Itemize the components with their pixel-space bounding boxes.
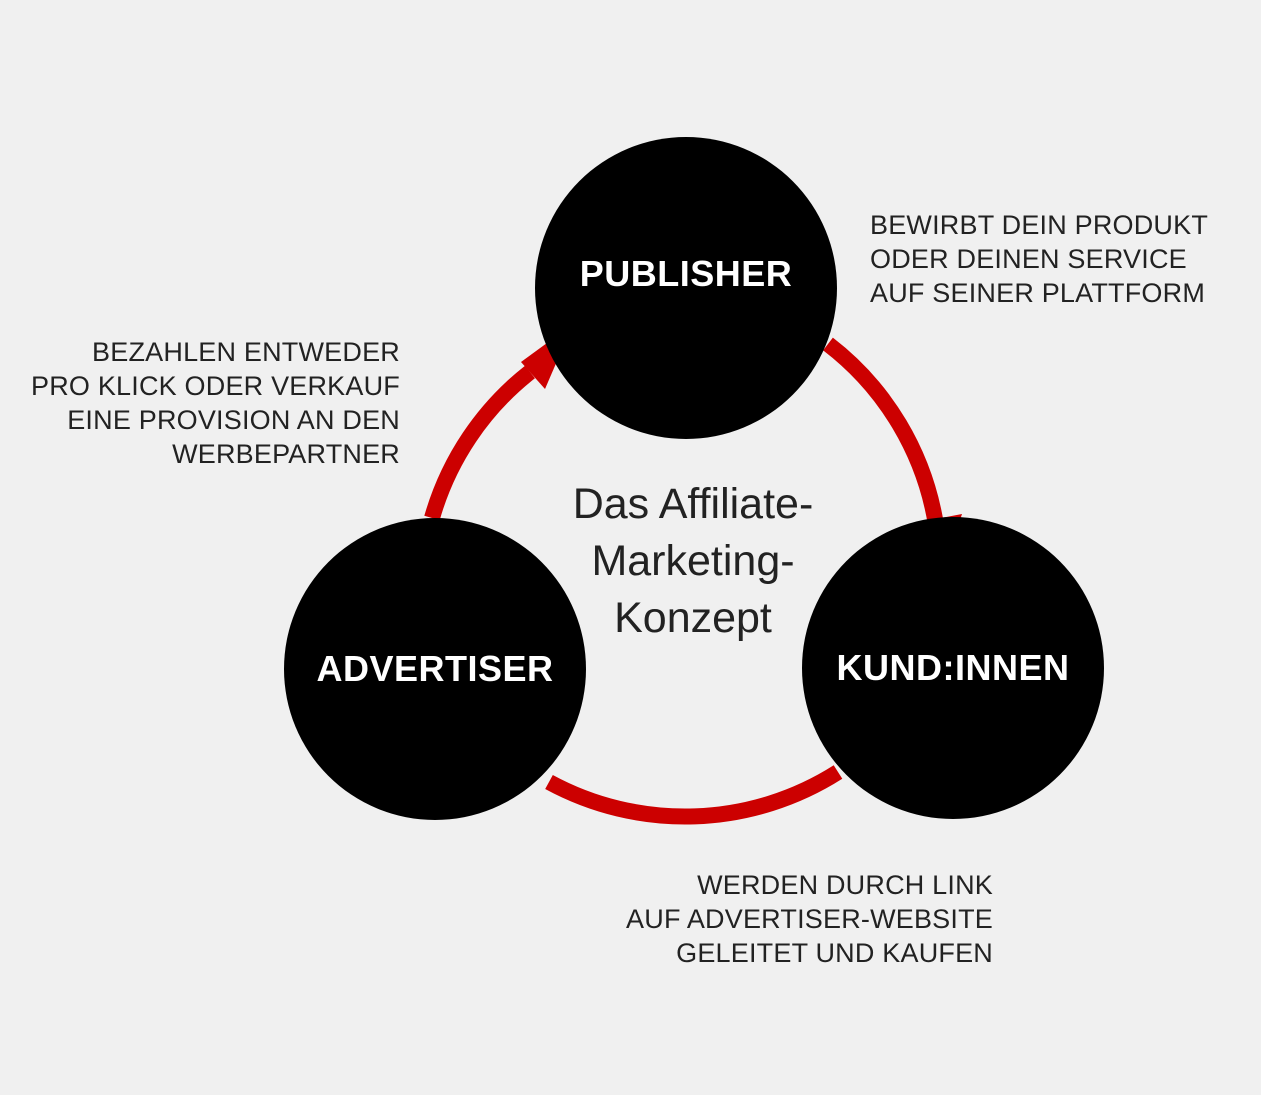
note-line: WERDEN DURCH LINK xyxy=(697,870,993,900)
note-line: GELEITET UND KAUFEN xyxy=(676,938,993,968)
center-title-line: Marketing- xyxy=(591,537,795,585)
center-title-line: Konzept xyxy=(614,594,772,642)
note-line: AUF ADVERTISER-WEBSITE xyxy=(626,904,993,934)
node-advertiser-label: ADVERTISER xyxy=(316,648,554,689)
node-publisher: PUBLISHER xyxy=(535,137,837,439)
note-line: BEWIRBT DEIN PRODUKT xyxy=(870,210,1209,240)
note-line: ODER DEINEN SERVICE xyxy=(870,244,1187,274)
note-line: AUF SEINER PLATTFORM xyxy=(870,278,1206,308)
node-kunden-label: KUND:INNEN xyxy=(836,647,1070,688)
arrow-advertiser-to-publisher xyxy=(424,365,535,521)
node-advertiser: ADVERTISER xyxy=(284,518,586,820)
note-line: BEZAHLEN ENTWEDER xyxy=(92,337,400,367)
center-title-line: Das Affiliate- xyxy=(572,480,814,528)
node-publisher-label: PUBLISHER xyxy=(579,253,793,294)
center-title: Das Affiliate- Marketing- Konzept xyxy=(493,476,893,647)
note-line: WERBEPARTNER xyxy=(172,439,400,469)
note-line: PRO KLICK ODER VERKAUF xyxy=(31,371,400,401)
arrow-publisher-to-kunden xyxy=(823,337,944,527)
note-kunden: WERDEN DURCH LINK AUF ADVERTISER-WEBSITE… xyxy=(626,868,993,970)
node-kunden: KUND:INNEN xyxy=(802,517,1104,819)
note-line: EINE PROVISION AN DEN xyxy=(67,405,400,435)
arrow-kunden-to-advertiser xyxy=(545,765,843,825)
note-publisher: BEWIRBT DEIN PRODUKT ODER DEINEN SERVICE… xyxy=(870,208,1208,310)
note-advertiser: BEZAHLEN ENTWEDER PRO KLICK ODER VERKAUF… xyxy=(31,335,400,471)
